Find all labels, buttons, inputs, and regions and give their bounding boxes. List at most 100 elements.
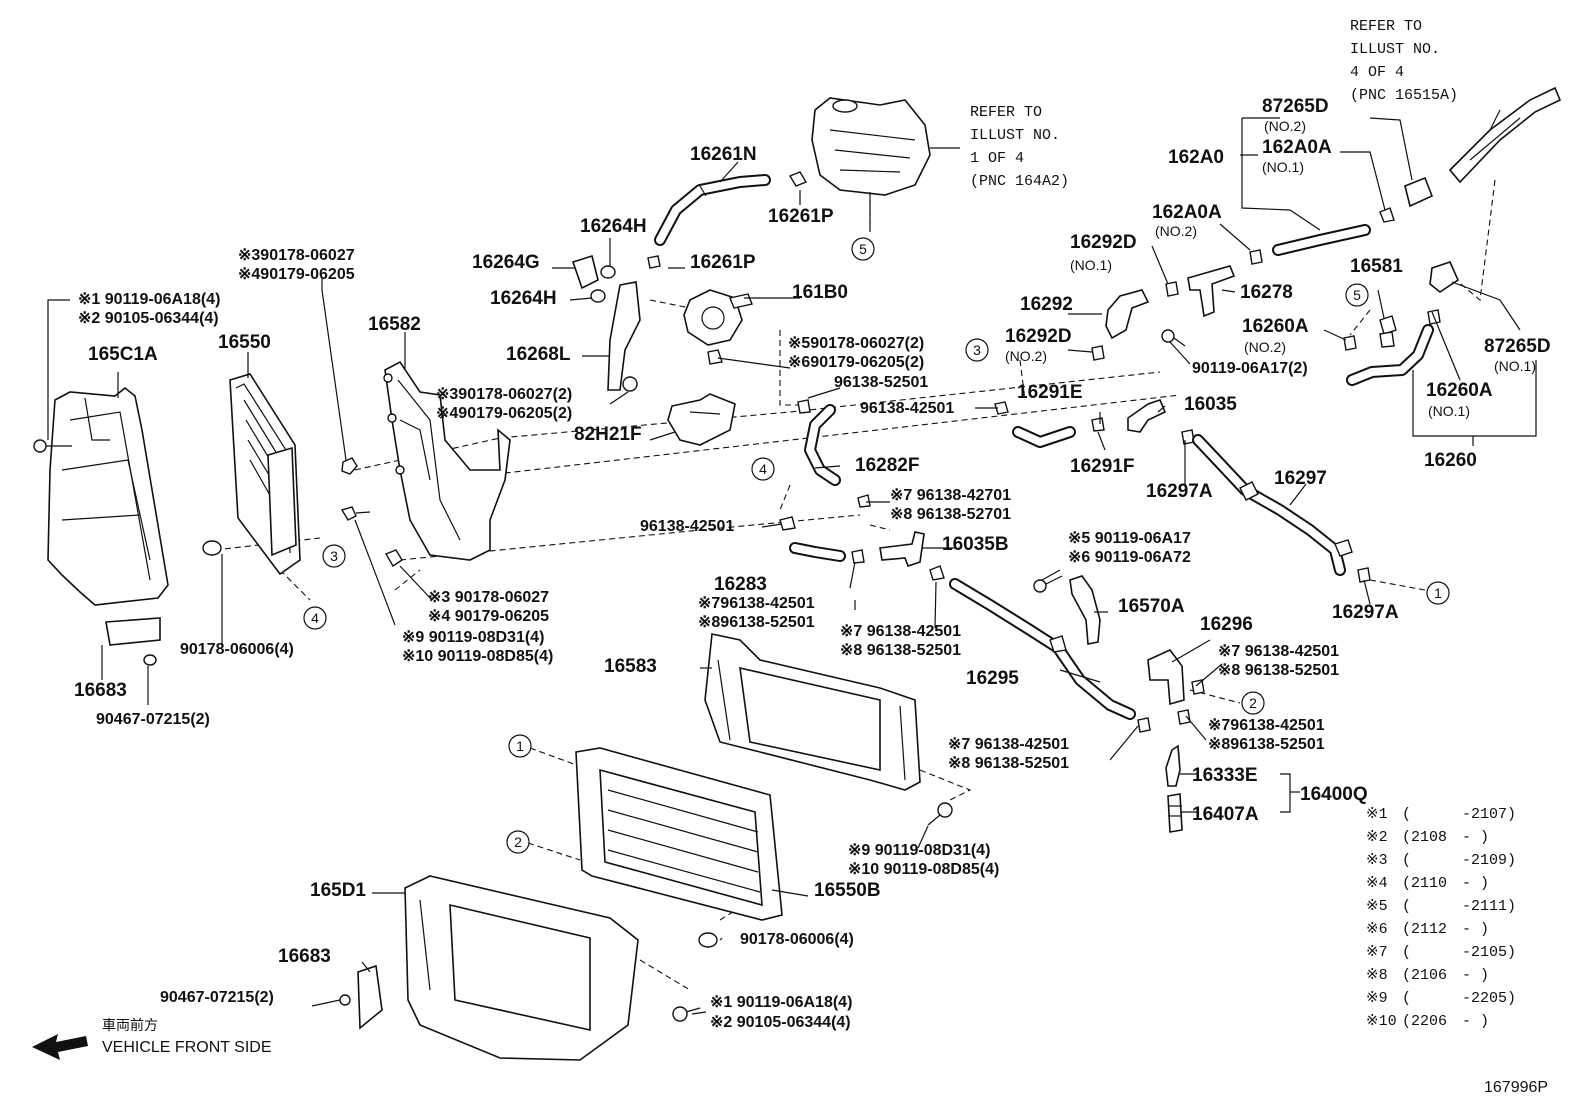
bracket-16683-left[interactable] bbox=[105, 617, 161, 646]
svg-text:16400Q: 16400Q bbox=[1300, 784, 1368, 805]
bolt-icon bbox=[33, 439, 72, 453]
refer-to-illustration-1: REFER TO ILLUST NO. 1 OF 4 (PNC 164A2) bbox=[970, 104, 1069, 190]
svg-text:4: 4 bbox=[759, 461, 767, 477]
svg-text:165C1A: 165C1A bbox=[88, 344, 158, 365]
radiator-support-16583[interactable] bbox=[704, 633, 921, 791]
connector-87265D-no2[interactable] bbox=[1404, 176, 1434, 208]
svg-text:16261P: 16261P bbox=[690, 252, 756, 273]
alt-part-groups: ※1 90119-06A18(4) ※2 90105-06344(4) ※390… bbox=[78, 247, 1339, 1031]
svg-text:16683: 16683 bbox=[278, 946, 331, 967]
svg-text:90178-06006(4): 90178-06006(4) bbox=[180, 641, 294, 658]
svg-text:※3 90178-06027: ※3 90178-06027 bbox=[428, 589, 549, 606]
svg-text:16296: 16296 bbox=[1200, 614, 1253, 635]
note-cell: -2105) bbox=[1462, 944, 1516, 961]
bracket-16570A[interactable] bbox=[1069, 575, 1101, 645]
svg-text:REFER TO: REFER TO bbox=[1350, 18, 1422, 35]
svg-text:16570A: 16570A bbox=[1118, 596, 1185, 617]
svg-text:※7 96138-42501: ※7 96138-42501 bbox=[1218, 643, 1339, 660]
svg-text:2: 2 bbox=[514, 834, 522, 850]
note-cell: - ) bbox=[1462, 967, 1489, 984]
hose-16260[interactable] bbox=[1346, 324, 1434, 386]
svg-text:96138-42501: 96138-42501 bbox=[860, 400, 954, 417]
vehicle-front-label-jp: 車両前方 bbox=[102, 1017, 158, 1033]
svg-text:16292D: 16292D bbox=[1070, 232, 1137, 253]
svg-text:16035B: 16035B bbox=[942, 534, 1009, 555]
note-cell: ※3 bbox=[1366, 852, 1388, 869]
svg-text:162A0A: 162A0A bbox=[1262, 137, 1332, 158]
note-cell: - ) bbox=[1462, 1013, 1489, 1030]
svg-text:16550B: 16550B bbox=[814, 880, 881, 901]
svg-text:16295: 16295 bbox=[966, 668, 1019, 689]
svg-text:(PNC 164A2): (PNC 164A2) bbox=[970, 173, 1069, 190]
note-cell: -2111) bbox=[1462, 898, 1516, 915]
note-cell: ※5 bbox=[1366, 898, 1388, 915]
water-pump-161B0[interactable] bbox=[683, 289, 753, 365]
svg-text:※7 96138-42701: ※7 96138-42701 bbox=[890, 487, 1011, 504]
note-cell: ( bbox=[1402, 852, 1411, 869]
svg-text:16683: 16683 bbox=[74, 680, 127, 701]
note-cell: ※9 bbox=[1366, 990, 1388, 1007]
radiator-16550B[interactable] bbox=[575, 747, 783, 921]
illustration-id: 167996P bbox=[1484, 1079, 1548, 1096]
hose-162A0[interactable] bbox=[1272, 224, 1371, 256]
hose-16264G[interactable] bbox=[571, 254, 599, 290]
svg-text:1 OF 4: 1 OF 4 bbox=[970, 150, 1024, 167]
svg-text:※9 90119-08D31(4): ※9 90119-08D31(4) bbox=[848, 842, 990, 859]
svg-text:(NO.2): (NO.2) bbox=[1264, 118, 1306, 134]
coolant-reservoir[interactable] bbox=[811, 97, 960, 232]
svg-text:1: 1 bbox=[516, 738, 524, 754]
svg-text:※10 90119-08D85(4): ※10 90119-08D85(4) bbox=[402, 648, 553, 665]
pipe-16278[interactable] bbox=[1187, 265, 1236, 318]
hose-clip-icon bbox=[1091, 207, 1395, 361]
hose-16282F[interactable] bbox=[804, 404, 841, 486]
svg-text:(NO.2): (NO.2) bbox=[1155, 223, 1197, 239]
hose-16296[interactable] bbox=[1147, 649, 1185, 706]
connector-87265D-no1[interactable] bbox=[1429, 261, 1460, 293]
bracket-16683-bottom[interactable] bbox=[357, 964, 383, 1030]
note-cell: ※1 bbox=[1366, 806, 1388, 823]
hose-16292[interactable] bbox=[1105, 289, 1150, 340]
fan-shroud-165D1[interactable] bbox=[404, 875, 639, 1061]
pipe-16035[interactable] bbox=[1127, 399, 1167, 433]
radiator-support-16582[interactable] bbox=[383, 360, 511, 561]
note-cell: - ) bbox=[1462, 875, 1489, 892]
hose-16283[interactable] bbox=[789, 542, 846, 562]
hose-clip-icon bbox=[1137, 717, 1151, 733]
svg-text:※2 90105-06344(4): ※2 90105-06344(4) bbox=[78, 310, 219, 327]
valve-16333E[interactable] bbox=[1165, 744, 1181, 787]
svg-text:16268L: 16268L bbox=[506, 344, 571, 365]
svg-text:(NO.2): (NO.2) bbox=[1005, 348, 1047, 364]
svg-text:※796138-42501: ※796138-42501 bbox=[698, 595, 815, 612]
svg-text:16261P: 16261P bbox=[768, 206, 834, 227]
pipe-16268L[interactable] bbox=[607, 281, 641, 392]
svg-text:※10 90119-08D85(4): ※10 90119-08D85(4) bbox=[848, 861, 999, 878]
svg-text:4 OF 4: 4 OF 4 bbox=[1350, 64, 1404, 81]
svg-text:1: 1 bbox=[1434, 585, 1442, 601]
svg-text:16583: 16583 bbox=[604, 656, 657, 677]
svg-text:※5 90119-06A17: ※5 90119-06A17 bbox=[1068, 530, 1191, 547]
pipe-top-right[interactable] bbox=[1448, 86, 1562, 184]
grommet-icon bbox=[698, 932, 718, 948]
hose-16297[interactable] bbox=[1192, 434, 1353, 576]
insulator-82H21F[interactable] bbox=[667, 393, 736, 446]
radiator-core-16550[interactable] bbox=[229, 373, 301, 576]
svg-text:16582: 16582 bbox=[368, 314, 421, 335]
svg-text:※690179-06205(2): ※690179-06205(2) bbox=[788, 354, 924, 371]
svg-text:(NO.1): (NO.1) bbox=[1428, 403, 1470, 419]
fastener-labels: 96138-52501 96138-42501 96138-42501 9017… bbox=[96, 360, 1308, 1006]
hose-16261N[interactable] bbox=[654, 174, 771, 246]
ref-circles: 5 3 4 3 4 5 1 2 1 2 bbox=[303, 237, 1450, 854]
pipe-16035B[interactable] bbox=[879, 531, 925, 568]
hose-16295[interactable] bbox=[949, 578, 1136, 720]
plug-16407A[interactable] bbox=[1167, 793, 1183, 833]
svg-text:96138-42501: 96138-42501 bbox=[640, 518, 734, 535]
hose-16291E[interactable] bbox=[1012, 426, 1076, 448]
vehicle-front-label: VEHICLE FRONT SIDE bbox=[102, 1039, 272, 1056]
svg-text:5: 5 bbox=[859, 241, 867, 257]
svg-text:※8 96138-52701: ※8 96138-52701 bbox=[890, 506, 1011, 523]
svg-text:※7 96138-42501: ※7 96138-42501 bbox=[948, 736, 1069, 753]
fan-shroud-165C1A[interactable] bbox=[47, 386, 169, 606]
svg-text:82H21F: 82H21F bbox=[574, 424, 642, 445]
svg-text:16291F: 16291F bbox=[1070, 456, 1134, 477]
